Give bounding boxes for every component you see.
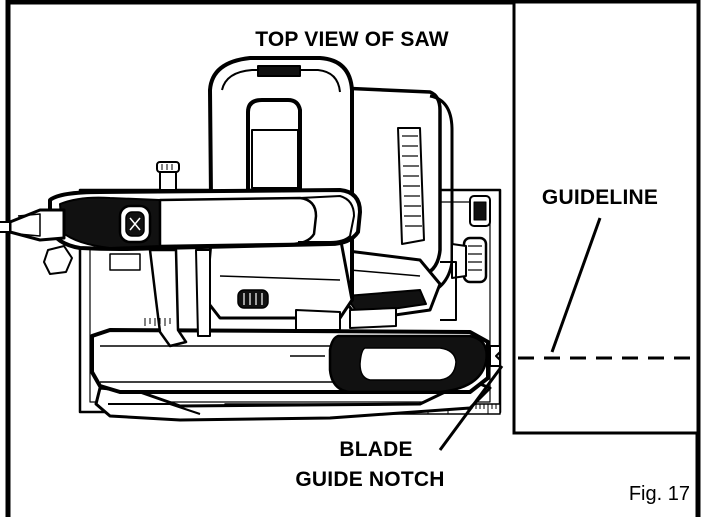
lock-button (118, 204, 152, 244)
bevel-knob-upper (469, 195, 491, 227)
diagram-title: TOP VIEW OF SAW (255, 28, 449, 51)
front-knob (156, 161, 180, 191)
workpiece-board (512, 0, 700, 435)
bevel-knob-lower (451, 236, 488, 284)
blade-guide-notch-label-line2: GUIDE NOTCH (295, 468, 444, 491)
guideline-label: GUIDELINE (542, 186, 658, 209)
circular-saw (0, 56, 502, 422)
blade-guide-notch (489, 345, 501, 367)
guideline-leader (550, 217, 602, 353)
blade-guide-notch-label-line1: BLADE (339, 438, 412, 461)
notch-leader (438, 365, 504, 451)
figure-caption: Fig. 17 (629, 483, 690, 505)
